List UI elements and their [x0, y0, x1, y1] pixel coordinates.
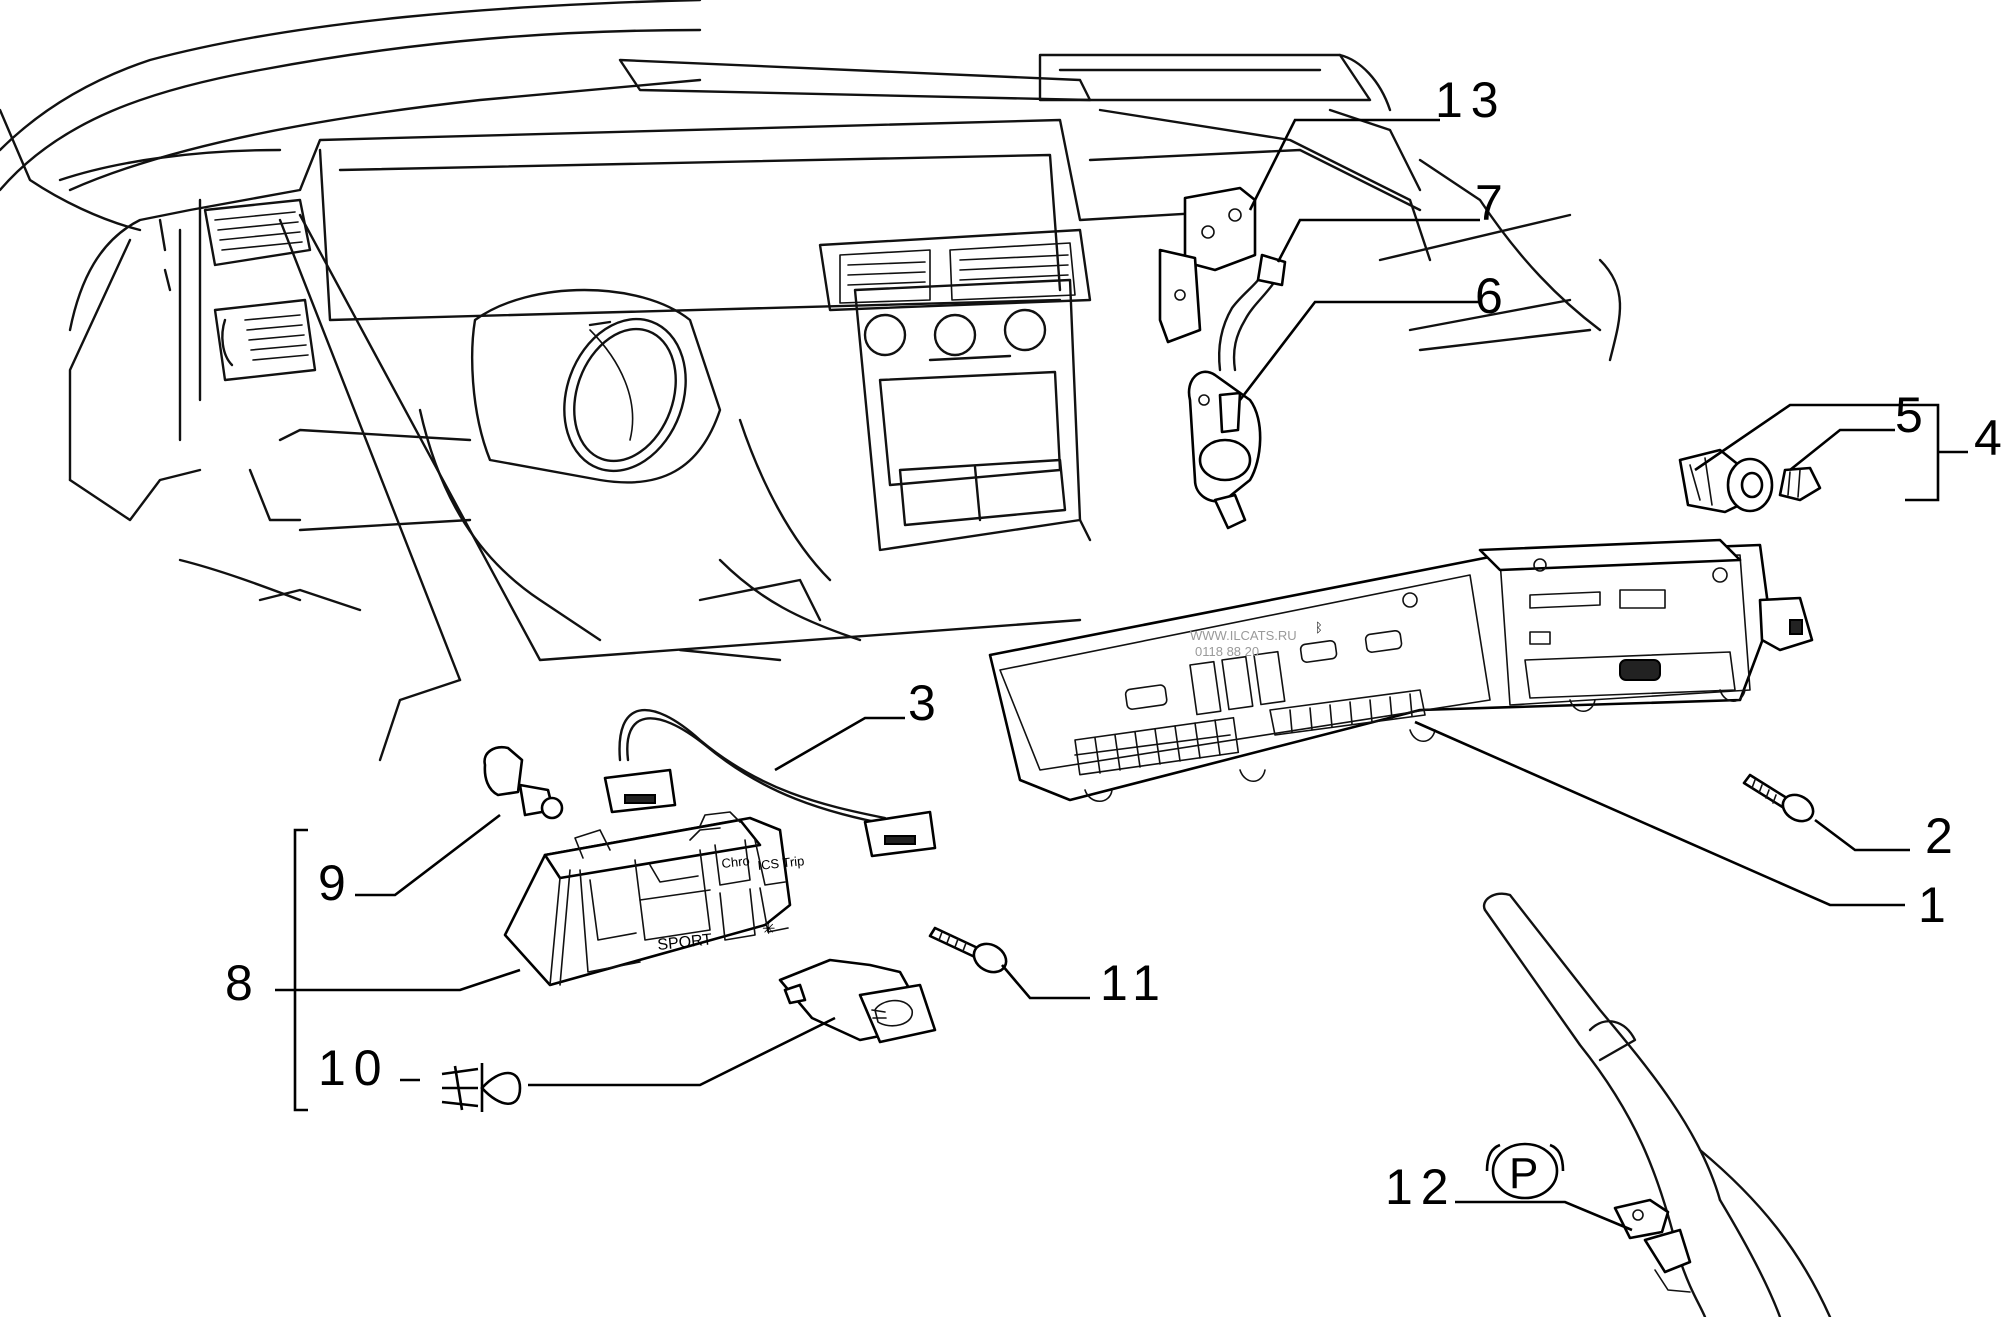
fog-switch-part — [778, 958, 937, 1044]
trip-label: ICS Trip — [757, 853, 805, 873]
wiring-harness-part — [603, 708, 937, 858]
callout-13: 13 — [1435, 72, 1507, 128]
sensor-part — [1187, 370, 1262, 530]
callout-3: 3 — [908, 675, 936, 731]
callout-8: 8 — [225, 955, 253, 1011]
leader-lines — [275, 118, 1968, 1232]
callout-10: 10 — [318, 1040, 390, 1096]
screw-part-2 — [1742, 773, 1815, 823]
callout-9: 9 — [318, 855, 346, 911]
svg-text:ᛒ: ᛒ — [1315, 620, 1323, 635]
callout-11: 11 — [1100, 955, 1168, 1011]
sport-label: SPORT — [657, 931, 714, 954]
callout-1: 1 — [1918, 877, 1946, 933]
bulb-holder-part — [1678, 448, 1774, 514]
hose-part — [1217, 253, 1287, 372]
fog-light-icon — [441, 1063, 522, 1112]
light-sun-icon: ✳ — [762, 921, 775, 938]
lamp-socket-part — [483, 746, 564, 820]
instrument-panel-part: ᛒ — [988, 538, 1814, 803]
chrono-label: Chro — [721, 853, 751, 871]
handbrake-switch-part — [1613, 1198, 1692, 1293]
watermark-code: 0118 88 20 — [1195, 644, 1259, 659]
switch-panel-part: SPORT Chro ICS Trip ✳ — [503, 811, 805, 987]
parking-brake-icon: P — [1485, 1142, 1565, 1200]
bulb-part — [1778, 466, 1822, 502]
callout-labels: 1 2 3 4 5 6 7 8 9 10 11 12 13 — [225, 72, 2002, 1215]
callout-5: 5 — [1895, 387, 1923, 443]
callout-4: 4 — [1974, 410, 2002, 466]
park-symbol-letter: P — [1509, 1149, 1538, 1198]
watermark: WWW.ILCATS.RU — [1190, 628, 1297, 643]
callout-6: 6 — [1475, 268, 1503, 324]
callout-2: 2 — [1925, 808, 1953, 864]
callout-7: 7 — [1475, 175, 1503, 231]
callout-12: 12 — [1385, 1159, 1457, 1215]
bracket-part — [1158, 186, 1257, 344]
handbrake-lever-part — [1482, 892, 1832, 1317]
dashboard-outline — [0, 0, 1622, 762]
screw-part-11 — [928, 926, 1008, 974]
